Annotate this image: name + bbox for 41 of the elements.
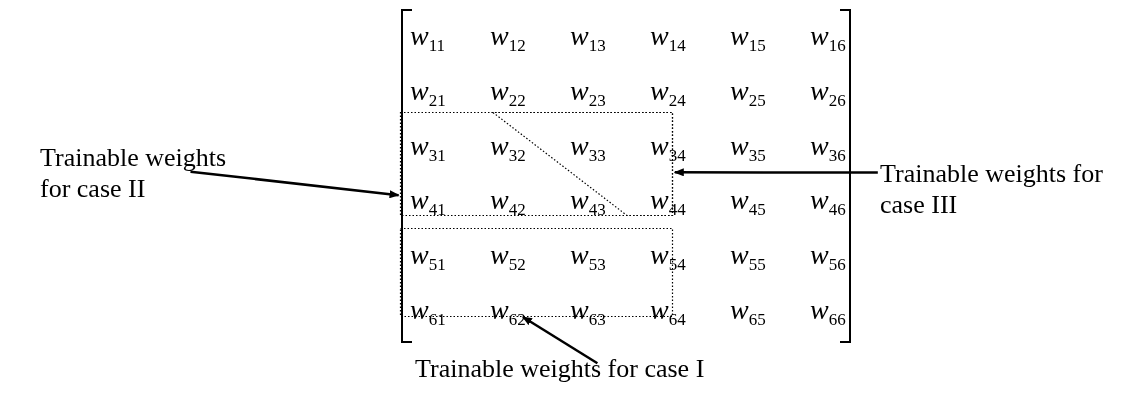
matrix-entry: w$_{61}$ <box>410 294 446 326</box>
matrix-entry: w$_{44}$ <box>650 184 686 216</box>
matrix-entry: w$_{54}$ <box>650 239 686 271</box>
matrix-entry: w$_{11}$ <box>410 20 446 52</box>
arrow <box>190 170 400 199</box>
matrix-entry: w$_{23}$ <box>570 75 606 107</box>
matrix-entry: w$_{16}$ <box>810 20 846 52</box>
matrix-entry: w$_{66}$ <box>810 294 846 326</box>
matrix-entry: w$_{43}$ <box>570 184 606 216</box>
matrix-entry: w$_{55}$ <box>730 239 766 271</box>
matrix-entry: w$_{21}$ <box>410 75 446 107</box>
matrix-entry: w$_{25}$ <box>730 75 766 107</box>
matrix-entry: w$_{13}$ <box>570 20 606 52</box>
matrix-entry: w$_{32}$ <box>490 130 526 162</box>
matrix-entry: w$_{65}$ <box>730 294 766 326</box>
matrix-entry: w$_{14}$ <box>650 20 686 52</box>
matrix-entry: w$_{56}$ <box>810 239 846 271</box>
matrix-entry: w$_{24}$ <box>650 75 686 107</box>
matrix-entry: w$_{36}$ <box>810 130 846 162</box>
matrix-entry: w$_{53}$ <box>570 239 606 271</box>
callout-text: Trainable weights for case II <box>40 142 228 204</box>
matrix-entry: w$_{63}$ <box>570 294 606 326</box>
matrix-entry: w$_{64}$ <box>650 294 686 326</box>
matrix-entry: w$_{15}$ <box>730 20 766 52</box>
matrix-entry: w$_{45}$ <box>730 184 766 216</box>
callout-text: Trainable weights for case I <box>415 353 706 384</box>
callout-text: Trainable weights for case III <box>880 158 1104 220</box>
matrix-entry: w$_{34}$ <box>650 130 686 162</box>
matrix-entry: w$_{31}$ <box>410 130 446 162</box>
matrix-entry: w$_{51}$ <box>410 239 446 271</box>
matrix-entry: w$_{46}$ <box>810 184 846 216</box>
arrow <box>522 315 599 365</box>
matrix-entry: w$_{52}$ <box>490 239 526 271</box>
matrix-entry: w$_{33}$ <box>570 130 606 162</box>
matrix-entry: w$_{41}$ <box>410 184 446 216</box>
arrow <box>673 168 878 177</box>
matrix-entry: w$_{26}$ <box>810 75 846 107</box>
matrix-entry: w$_{42}$ <box>490 184 526 216</box>
matrix-entry: w$_{22}$ <box>490 75 526 107</box>
matrix-entry: w$_{12}$ <box>490 20 526 52</box>
matrix-entry: w$_{35}$ <box>730 130 766 162</box>
